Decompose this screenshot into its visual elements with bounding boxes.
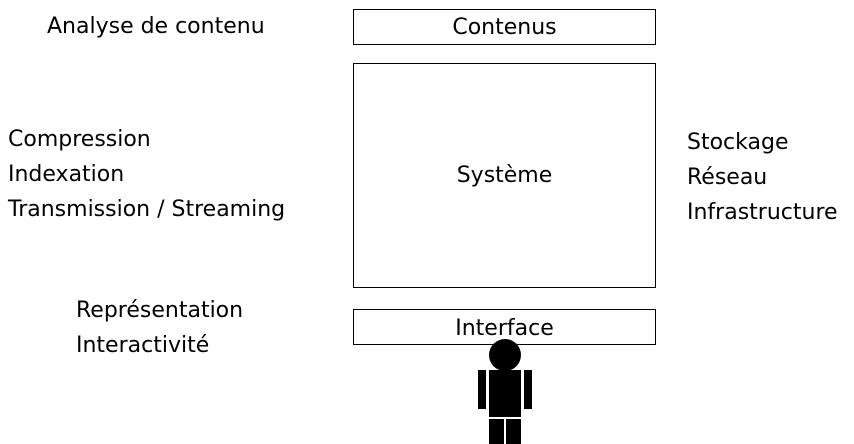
contenus-box: Contenus <box>353 9 656 45</box>
interface-box: Interface <box>353 309 656 345</box>
reseau-label: Réseau <box>687 165 768 190</box>
left-concepts-list: Compression Indexation Transmission / St… <box>8 122 285 227</box>
contenus-label: Contenus <box>452 14 557 40</box>
systeme-label: Système <box>456 163 553 188</box>
right-concepts-list: Stockage Réseau Infrastructure <box>687 125 838 230</box>
interactivite-label: Interactivité <box>76 333 210 358</box>
person-icon <box>478 339 532 444</box>
analyse-de-contenu-label: Analyse de contenu <box>47 14 265 39</box>
systeme-box: Système <box>353 63 656 288</box>
interface-label: Interface <box>455 315 554 341</box>
representation-label: Représentation <box>76 298 244 323</box>
bottom-concepts-list: Représentation Interactivité <box>76 293 243 363</box>
infrastructure-label: Infrastructure <box>687 200 838 225</box>
indexation-label: Indexation <box>8 162 125 187</box>
compression-label: Compression <box>8 127 151 152</box>
transmission-streaming-label: Transmission / Streaming <box>8 197 286 222</box>
stockage-label: Stockage <box>687 130 789 155</box>
